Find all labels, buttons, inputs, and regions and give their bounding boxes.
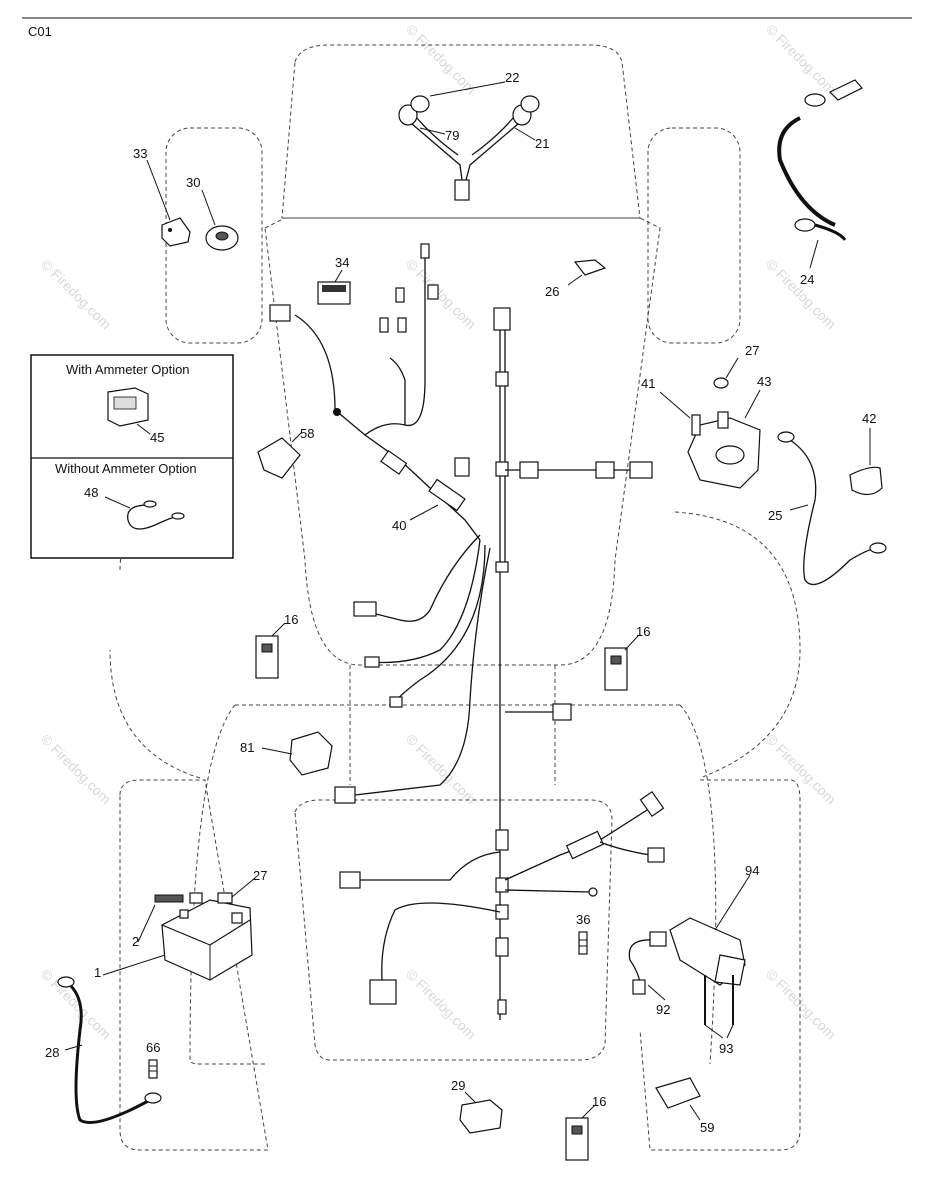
svg-text:© Firedog.com: © Firedog.com xyxy=(38,731,114,807)
label-92: 92 xyxy=(656,1002,670,1017)
label-81: 81 xyxy=(240,740,254,755)
label-28: 28 xyxy=(45,1045,59,1060)
label-16c: 16 xyxy=(592,1094,606,1109)
cable-25 xyxy=(777,431,887,586)
label-41: 41 xyxy=(641,376,655,391)
screw-66 xyxy=(148,1059,158,1079)
svg-text:© Firedog.com: © Firedog.com xyxy=(763,21,839,97)
label-33: 33 xyxy=(133,146,147,161)
screw-36 xyxy=(578,931,588,955)
label-22: 22 xyxy=(505,70,519,85)
label-94: 94 xyxy=(745,863,759,878)
label-93: 93 xyxy=(719,1041,733,1056)
relay-81 xyxy=(261,731,333,776)
label-42: 42 xyxy=(862,411,876,426)
label-27b: 27 xyxy=(253,868,267,883)
cable-24 xyxy=(777,79,863,269)
label-36: 36 xyxy=(576,912,590,927)
svg-text:© Firedog.com: © Firedog.com xyxy=(403,256,479,332)
label-40: 40 xyxy=(392,518,406,533)
label-66: 66 xyxy=(146,1040,160,1055)
label-45: 45 xyxy=(150,430,164,445)
label-43: 43 xyxy=(757,374,771,389)
label-26: 26 xyxy=(545,284,559,299)
key-switch-parts xyxy=(146,159,239,251)
cable-28 xyxy=(57,976,162,1124)
svg-text:© Firedog.com: © Firedog.com xyxy=(38,256,114,332)
module-58 xyxy=(257,431,303,479)
switch-34 xyxy=(317,269,351,305)
label-34: 34 xyxy=(335,255,349,270)
svg-text:© Firedog.com: © Firedog.com xyxy=(38,966,114,1042)
label-2: 2 xyxy=(132,934,139,949)
relay-16b xyxy=(604,635,639,691)
block-29 xyxy=(459,1091,503,1134)
ammeter-jumper-wire xyxy=(127,500,185,530)
label-16b: 16 xyxy=(636,624,650,639)
with-ammeter-title: With Ammeter Option xyxy=(66,362,190,377)
label-21: 21 xyxy=(535,136,549,151)
label-48: 48 xyxy=(84,485,98,500)
screws-93 xyxy=(704,975,734,1039)
fuse-26 xyxy=(567,259,607,286)
switch-92 xyxy=(628,931,667,1001)
without-ammeter-title: Without Ammeter Option xyxy=(55,461,197,476)
svg-text:© Firedog.com: © Firedog.com xyxy=(403,731,479,807)
ammeter-part xyxy=(107,387,149,427)
relay-16a xyxy=(255,622,286,679)
label-79: 79 xyxy=(445,128,459,143)
module-59 xyxy=(655,1077,701,1121)
main-harness xyxy=(269,243,665,1020)
label-16a: 16 xyxy=(284,612,298,627)
label-58: 58 xyxy=(300,426,314,441)
label-25: 25 xyxy=(768,508,782,523)
svg-text:© Firedog.com: © Firedog.com xyxy=(763,731,839,807)
page-code: C01 xyxy=(28,24,52,39)
headlight-harness xyxy=(398,81,540,201)
label-30: 30 xyxy=(186,175,200,190)
label-24: 24 xyxy=(800,272,814,287)
option-box: With Ammeter Option Without Ammeter Opti… xyxy=(30,354,234,559)
label-29: 29 xyxy=(451,1078,465,1093)
label-1: 1 xyxy=(94,965,101,980)
svg-text:© Firedog.com: © Firedog.com xyxy=(403,21,479,97)
battery xyxy=(102,877,256,981)
relay-16c xyxy=(565,1104,596,1161)
label-27a: 27 xyxy=(745,343,759,358)
interlock-94 xyxy=(669,874,751,986)
svg-text:© Firedog.com: © Firedog.com xyxy=(403,966,479,1042)
label-59: 59 xyxy=(700,1120,714,1135)
tractor-outline xyxy=(109,44,801,1151)
svg-text:© Firedog.com: © Firedog.com xyxy=(763,256,839,332)
svg-text:© Firedog.com: © Firedog.com xyxy=(763,966,839,1042)
solenoid-group xyxy=(659,357,761,489)
boot-42 xyxy=(849,428,883,496)
